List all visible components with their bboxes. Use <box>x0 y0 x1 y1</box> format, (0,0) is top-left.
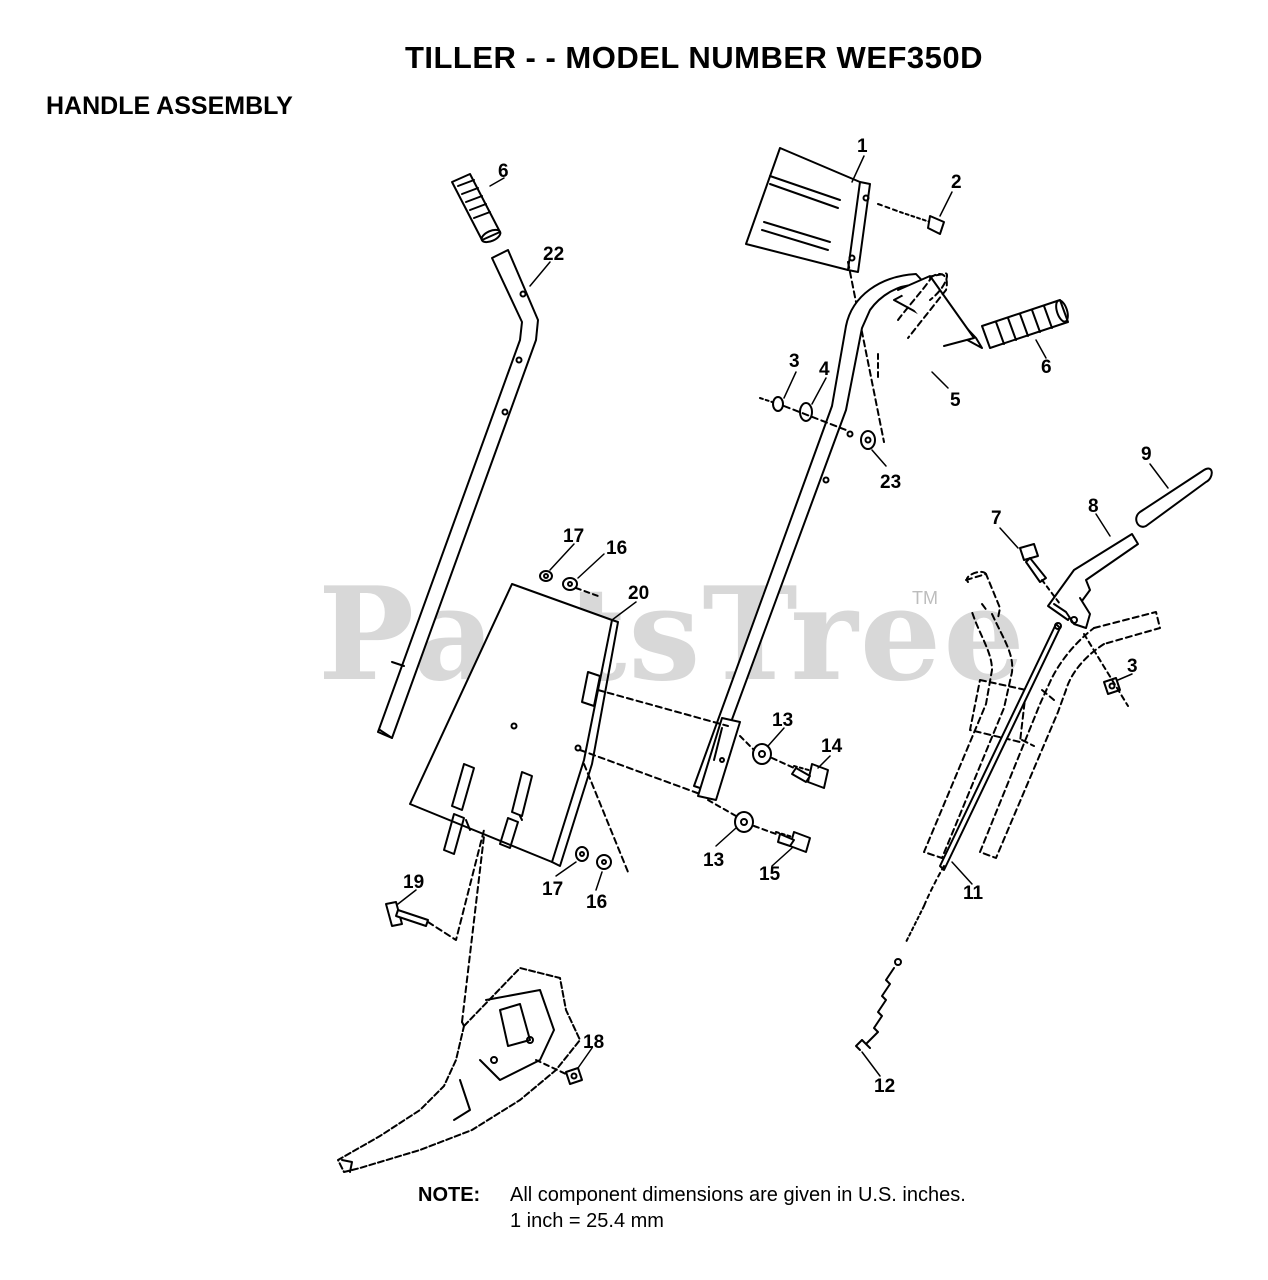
callout-14: 14 <box>821 736 843 757</box>
callout-4: 4 <box>819 359 830 380</box>
callout-1: 1 <box>857 136 868 157</box>
callout-23: 23 <box>880 472 901 493</box>
diagram-title: TILLER - - MODEL NUMBER WEF350D <box>404 40 984 75</box>
washer-part-17-top <box>539 570 553 582</box>
control-rod-part-11 <box>905 622 1062 943</box>
panel-part-1 <box>745 147 885 443</box>
washer-part-16-top <box>562 577 578 591</box>
callout-17-lower: 17 <box>542 879 563 900</box>
bolt-part-15 <box>775 831 811 853</box>
note-text-line-2: 1 inch = 25.4 mm <box>510 1210 664 1232</box>
callout-3-upper: 3 <box>789 351 800 372</box>
callout-9: 9 <box>1141 444 1152 465</box>
grip-part-6-left <box>451 173 502 244</box>
callout-2: 2 <box>951 172 962 193</box>
nut-part-18 <box>535 1059 583 1085</box>
callout-3-right: 3 <box>1127 656 1138 677</box>
bolt-part-14 <box>791 763 829 789</box>
callout-19: 19 <box>403 872 424 893</box>
callout-20: 20 <box>628 583 649 604</box>
callout-11: 11 <box>963 883 984 904</box>
washer-part-3-top <box>759 396 784 412</box>
callout-8: 8 <box>1088 496 1099 517</box>
washer-part-13-upper <box>752 743 772 765</box>
lever-part-8 <box>1047 533 1139 629</box>
handle-part-5 <box>693 272 983 801</box>
washer-part-4 <box>799 402 813 422</box>
callout-16-lower: 16 <box>586 892 607 913</box>
callout-13-lower: 13 <box>703 850 724 871</box>
callout-16-upper: 16 <box>606 538 627 559</box>
frame-bracket <box>337 835 581 1173</box>
callout-7: 7 <box>991 508 1002 529</box>
handle-tube-part-22 <box>377 249 539 739</box>
callout-6-right: 6 <box>1041 357 1052 378</box>
callout-17-upper: 17 <box>563 526 584 547</box>
phantom-handle-outline <box>923 570 1161 859</box>
washer-part-16-bottom <box>596 854 612 870</box>
callout-15: 15 <box>759 864 781 885</box>
callout-18: 18 <box>583 1032 604 1053</box>
callout-labels: 1 2 3 4 5 6 6 22 23 9 8 7 3 17 16 20 13 … <box>403 136 1152 1097</box>
callout-22: 22 <box>543 244 564 265</box>
note-text-line-1: All component dimensions are given in U.… <box>510 1184 966 1206</box>
bolt-part-7 <box>1019 543 1061 605</box>
washer-part-23 <box>860 430 876 450</box>
nut-part-3-right <box>1083 633 1129 707</box>
bolt-part-19 <box>385 829 485 941</box>
spring-part-12 <box>855 958 902 1051</box>
callout-5: 5 <box>950 390 961 411</box>
callout-6-left: 6 <box>498 161 509 182</box>
callout-12: 12 <box>874 1076 895 1097</box>
section-title: HANDLE ASSEMBLY <box>46 92 293 120</box>
trademark-mark: TM <box>912 588 938 608</box>
washer-part-17-bottom <box>575 846 589 862</box>
note-label: NOTE: <box>418 1184 481 1206</box>
callout-13-upper: 13 <box>772 710 793 731</box>
washer-part-13-lower <box>734 811 754 833</box>
sleeve-part-9 <box>1135 467 1213 528</box>
plate-part-20 <box>409 583 619 867</box>
screw-part-2 <box>877 203 945 235</box>
grip-part-6-right <box>981 299 1069 349</box>
